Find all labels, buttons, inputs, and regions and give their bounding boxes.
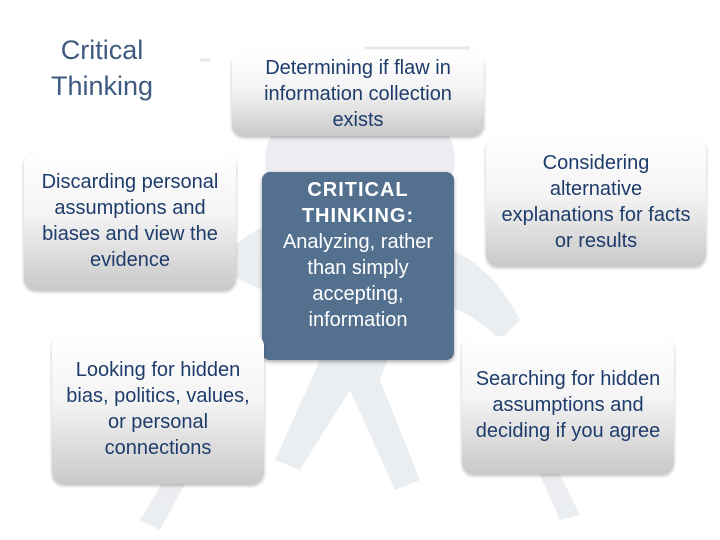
center-heading: CRITICAL THINKING:: [262, 177, 454, 229]
node-left-upper: Discarding personal assumptions and bias…: [24, 152, 236, 290]
node-left-upper-text: Discarding personal assumptions and bias…: [34, 169, 226, 273]
center-concept-box: CRITICAL THINKING: Analyzing, rather tha…: [262, 172, 454, 360]
node-top-text: Determining if flaw in information colle…: [238, 55, 478, 133]
node-right-upper: Considering alternative explanations for…: [486, 138, 706, 266]
node-right-lower: Searching for hidden assumptions and dec…: [462, 336, 674, 474]
node-left-lower-text: Looking for hidden bias, politics, value…: [58, 357, 258, 461]
center-body: Analyzing, rather than simply accepting,…: [262, 229, 454, 333]
page-title: Critical Thinking: [22, 32, 182, 104]
node-left-lower: Looking for hidden bias, politics, value…: [52, 334, 264, 484]
node-right-upper-text: Considering alternative explanations for…: [500, 150, 692, 254]
node-right-lower-text: Searching for hidden assumptions and dec…: [470, 366, 666, 444]
node-top: Determining if flaw in information colle…: [232, 52, 484, 136]
